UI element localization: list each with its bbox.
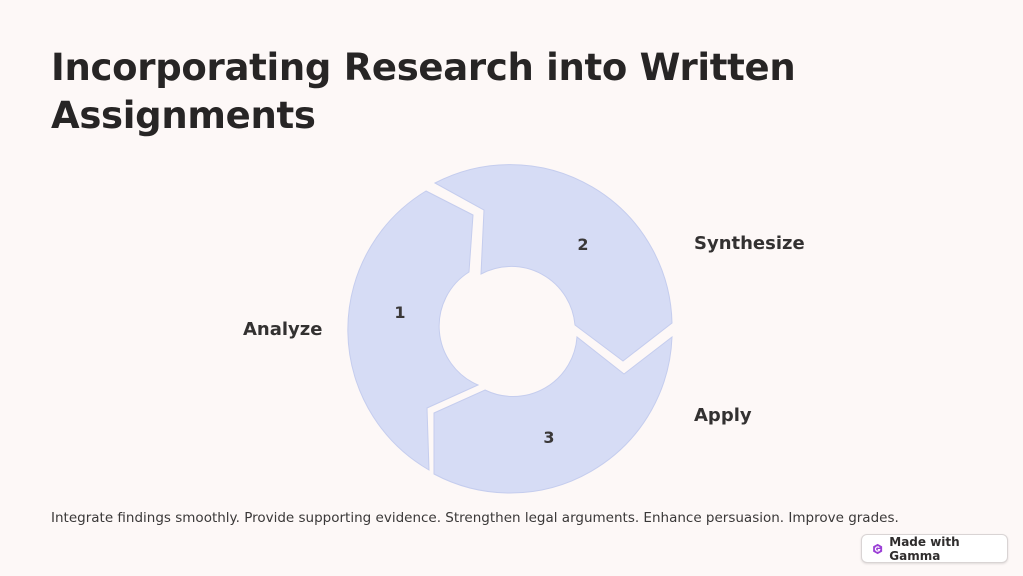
step-number-2: 2 [577,235,588,254]
step-number-3: 3 [543,428,554,447]
cycle-segment-3 [433,335,673,494]
badge-label: Made with Gamma [889,534,960,563]
slide-title: Incorporating Research into Written Assi… [51,46,796,137]
step-label-analyze: Analyze [243,319,323,340]
step-label-synthesize: Synthesize [694,233,805,254]
slide-description: Integrate findings smoothly. Provide sup… [51,510,899,526]
cycle-segment-2 [433,164,673,362]
step-label-apply: Apply [694,405,752,426]
step-number-1: 1 [394,303,405,322]
gamma-logo-icon [873,543,883,554]
cycle-diagram: 1 2 3 [347,164,673,494]
made-with-gamma-button[interactable]: Made with Gamma [861,534,1008,563]
cycle-segment-1 [347,190,480,471]
